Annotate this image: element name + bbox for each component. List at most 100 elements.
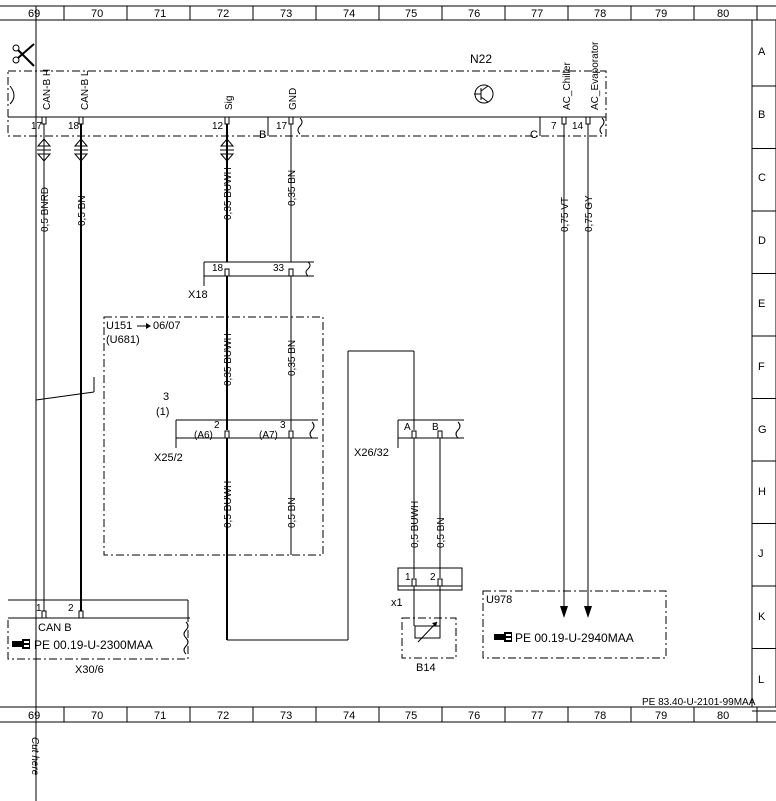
pin-label-ac-evaporator: AC_Evaporator	[590, 41, 601, 110]
row-label: J	[758, 548, 764, 560]
x30-6-connector	[7, 599, 190, 660]
u151-arrow-ref: 06/07	[153, 320, 181, 332]
x30-6-reference: PE 00.19-U-2300MAA	[34, 638, 153, 652]
row-label: L	[758, 674, 764, 686]
row-label: E	[758, 298, 765, 310]
pin-alt-number: (A6)	[194, 430, 213, 441]
x26-32-label: X26/32	[354, 447, 389, 459]
x25-2-connector	[175, 419, 318, 448]
u978-module	[482, 590, 667, 659]
pin-label: A	[404, 422, 411, 433]
row-label: B	[758, 109, 765, 121]
col-label-bottom: 74	[343, 710, 355, 722]
x1-label: x1	[391, 597, 403, 609]
pin-number: 3	[280, 420, 286, 431]
pin-number: 17	[31, 121, 43, 132]
x18-label: X18	[188, 289, 208, 301]
col-label-bottom: 77	[531, 710, 543, 722]
col-label-top: 79	[655, 8, 667, 20]
x26-32-connector	[397, 419, 464, 448]
row-label: F	[758, 361, 765, 373]
col-label-top: 71	[154, 8, 166, 20]
pin-number: 18	[212, 263, 224, 274]
pin-number: 18	[68, 121, 80, 132]
col-label-top: 76	[468, 8, 480, 20]
row-label: K	[758, 611, 766, 623]
wire-evaporator	[584, 124, 592, 618]
pin-number: 12	[212, 121, 224, 132]
wire-label: 0,5 BN	[287, 497, 298, 528]
u978-reference: PE 00.19-U-2940MAA	[515, 631, 634, 645]
col-label-bottom: 73	[280, 710, 292, 722]
connector-brackets	[267, 117, 605, 136]
x18-connector	[203, 261, 314, 286]
diagram-frame	[0, 5, 776, 801]
pin-label-sig: Sig	[224, 96, 235, 110]
u151-label: U151	[106, 320, 132, 332]
col-label-top: 72	[217, 8, 229, 20]
wire-can-h	[36, 124, 52, 612]
pin-number: 17	[276, 121, 288, 132]
col-label-top: 75	[405, 8, 417, 20]
u151-index: 3	[163, 391, 169, 403]
col-label-top: 73	[280, 8, 292, 20]
col-label-top: 69	[28, 8, 40, 20]
pin-alt-number: (A7)	[259, 430, 278, 441]
transistor-icon	[474, 84, 494, 104]
b14-sensor	[401, 617, 457, 659]
pin-label-gnd: GND	[288, 88, 299, 110]
col-label-bottom: 79	[655, 710, 667, 722]
pin-number: 1	[36, 603, 42, 614]
pin-number: 33	[273, 263, 285, 274]
x1-connector	[397, 567, 463, 591]
wire-label: 0,75 VT	[560, 197, 571, 232]
pointing-hand-icon	[12, 639, 30, 649]
connector-c-label: C	[530, 129, 538, 141]
arrow-right-icon	[137, 323, 151, 329]
col-label-bottom: 78	[594, 710, 606, 722]
x25-2-label: X25/2	[154, 452, 183, 464]
scissors-icon	[12, 43, 35, 67]
wire-label: 0,5 BN	[436, 517, 447, 548]
variable-resistor-icon	[414, 621, 441, 643]
pin-label-can-b-l: CAN-B L	[80, 70, 91, 110]
wire-label: 0,5 BNRD	[40, 187, 51, 232]
u151-alt-label: (U681)	[106, 334, 140, 346]
pin-number: 7	[551, 121, 557, 132]
cut-here-label: Cut here	[29, 737, 40, 776]
wire-chiller	[560, 124, 568, 618]
b14-label: B14	[416, 662, 436, 674]
col-label-bottom: 69	[28, 710, 40, 722]
col-label-bottom: 72	[217, 710, 229, 722]
can-b-label: CAN B	[38, 622, 72, 634]
col-label-bottom: 80	[717, 710, 729, 722]
x30-6-label: X30/6	[75, 664, 104, 676]
n22-label: N22	[470, 52, 492, 66]
partial-symbol-icon	[9, 85, 15, 105]
col-label-top: 78	[594, 8, 606, 20]
row-label: G	[758, 424, 767, 436]
col-label-bottom: 71	[154, 710, 166, 722]
wire-label: 0,5 BUWH	[410, 501, 421, 548]
wire-label: 0,35 BUWH	[223, 333, 234, 386]
row-label: D	[758, 235, 766, 247]
u978-label: U978	[486, 594, 512, 606]
pin-number: 2	[430, 572, 436, 583]
shield-drain-line	[35, 377, 95, 401]
n22-pin-terminals	[41, 116, 591, 125]
wire-label: 0,35 BUWH	[223, 167, 234, 220]
col-label-bottom: 75	[405, 710, 417, 722]
pin-number: 2	[214, 420, 220, 431]
connector-b-label: B	[259, 129, 266, 141]
wire-b14	[413, 438, 441, 626]
wire-label: 0,75 GY	[584, 195, 595, 232]
col-label-bottom: 76	[468, 710, 480, 722]
pin-number: 1	[405, 572, 411, 583]
u151-index-alt: (1)	[156, 406, 169, 418]
row-label: A	[758, 46, 766, 58]
pin-label: B	[432, 422, 439, 433]
wire-sig	[219, 124, 415, 641]
n22-control-unit	[7, 70, 607, 137]
col-label-bottom: 70	[91, 710, 103, 722]
pin-number: 2	[68, 603, 74, 614]
